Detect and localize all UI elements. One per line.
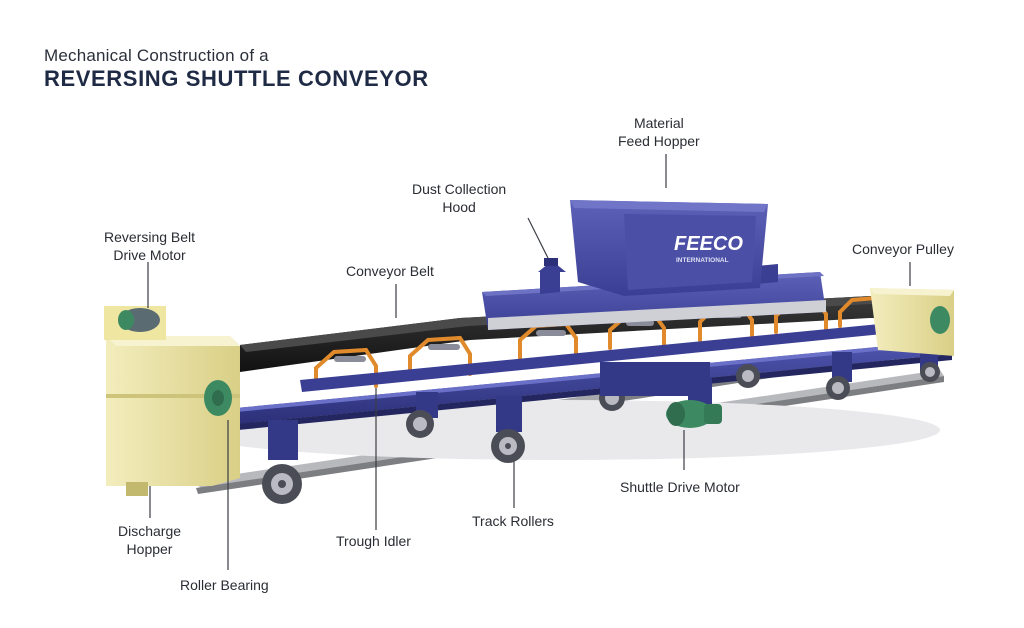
label-conveyor-belt: Conveyor Belt	[346, 263, 434, 279]
reversing-belt-drive-motor	[104, 306, 166, 340]
track-roller-wheels	[262, 362, 940, 504]
conveyor-pulley	[870, 288, 954, 356]
shuttle-frame	[236, 322, 952, 430]
label-dust-collection-hood: Dust Collection Hood	[412, 181, 507, 215]
label-conveyor-pulley: Conveyor Pulley	[852, 241, 954, 257]
label-material-feed-hopper: Material Feed Hopper	[618, 115, 700, 149]
dust-collection-hood	[538, 258, 566, 272]
label-roller-bearing: Roller Bearing	[180, 577, 269, 593]
diagram-title: REVERSING SHUTTLE CONVEYOR	[44, 66, 429, 91]
label-shuttle-drive-motor: Shuttle Drive Motor	[620, 479, 740, 495]
discharge-hopper	[106, 336, 240, 496]
logo-brand: FEECO	[674, 233, 743, 255]
shuttle-drive-motor	[600, 362, 722, 428]
label-reversing-belt-drive-motor: Reversing Belt Drive Motor	[104, 229, 196, 263]
material-feed-hopper	[570, 200, 768, 296]
label-trough-idler: Trough Idler	[336, 533, 411, 549]
roller-bearing	[204, 380, 232, 416]
label-discharge-hopper: Discharge Hopper	[118, 523, 182, 557]
callout-leaders	[147, 154, 911, 570]
label-track-rollers: Track Rollers	[472, 513, 554, 529]
diagram-subtitle: Mechanical Construction of a	[44, 46, 269, 65]
logo-tagline: INTERNATIONAL	[676, 257, 729, 264]
feeco-logo: FEECO INTERNATIONAL	[674, 233, 743, 264]
